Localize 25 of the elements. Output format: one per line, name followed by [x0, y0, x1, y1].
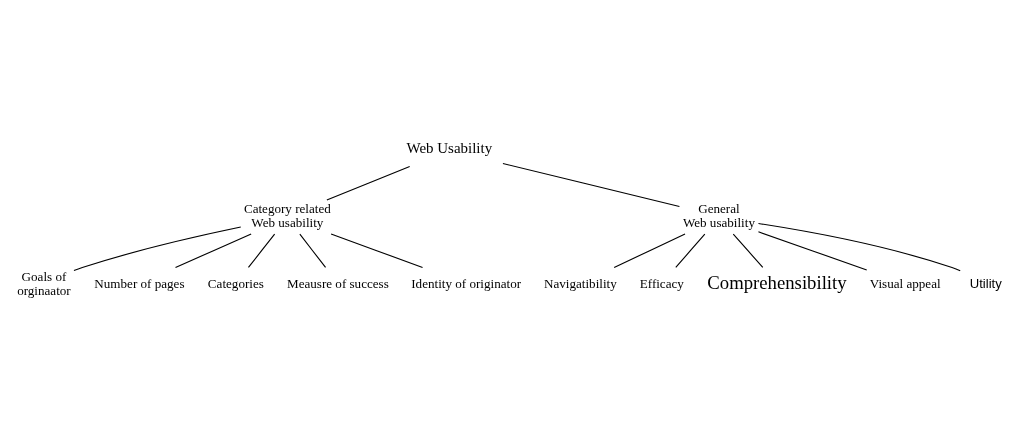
connector: [326, 166, 411, 201]
node-text: Categories: [207, 275, 264, 291]
node-text: Identity of originator: [411, 275, 522, 291]
connector: [732, 233, 764, 268]
node-text: Efficacy: [639, 275, 684, 291]
connector: [675, 233, 706, 268]
node-text: General Web usability: [682, 201, 755, 231]
node-text: Category related Web usability: [243, 201, 331, 231]
connector: [502, 163, 680, 208]
connector: [299, 233, 327, 268]
connector: [757, 231, 868, 271]
node-text: Navigatibility: [544, 275, 617, 291]
connector: [73, 226, 242, 272]
node-text: Visual appeal: [869, 275, 941, 291]
connector: [613, 233, 686, 269]
node-text: Goals of orginaator: [17, 268, 71, 298]
node-text: Comprehensibility: [707, 272, 847, 294]
connector: [757, 222, 961, 272]
connector: [247, 233, 276, 268]
node-text: Number of pages: [94, 275, 185, 291]
connector: [330, 233, 424, 269]
connector: [174, 233, 252, 269]
node-text: Utility: [969, 275, 1002, 291]
node-text: Meausre of success: [287, 275, 389, 291]
node-text: Web Usability: [406, 140, 493, 157]
